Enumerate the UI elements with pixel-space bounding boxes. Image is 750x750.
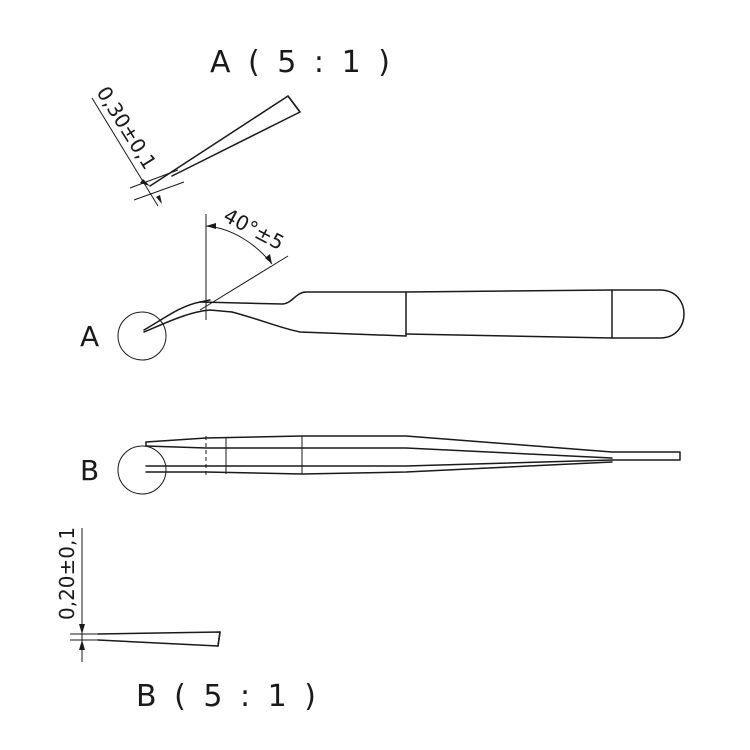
detail-b-tip [70, 528, 221, 662]
bend-angle-dimension [199, 214, 289, 320]
bend-angle-label: 40°±5 [220, 203, 289, 255]
detail-a-circle [117, 311, 167, 361]
detail-a-title: A ( 5 : 1 ) [210, 45, 394, 80]
detail-a-tip [91, 95, 301, 207]
tip-thickness-b-label: 0,20±0,1 [55, 527, 79, 620]
tip-thickness-a-label: 0,30±0,1 [92, 82, 162, 174]
detail-b-circle [117, 445, 167, 495]
view-a-label: A [80, 320, 99, 353]
tweezer-side-view [143, 289, 685, 339]
detail-b-title: B ( 5 : 1 ) [136, 679, 320, 714]
tweezer-top-view [145, 435, 681, 476]
view-b-label: B [80, 454, 99, 487]
